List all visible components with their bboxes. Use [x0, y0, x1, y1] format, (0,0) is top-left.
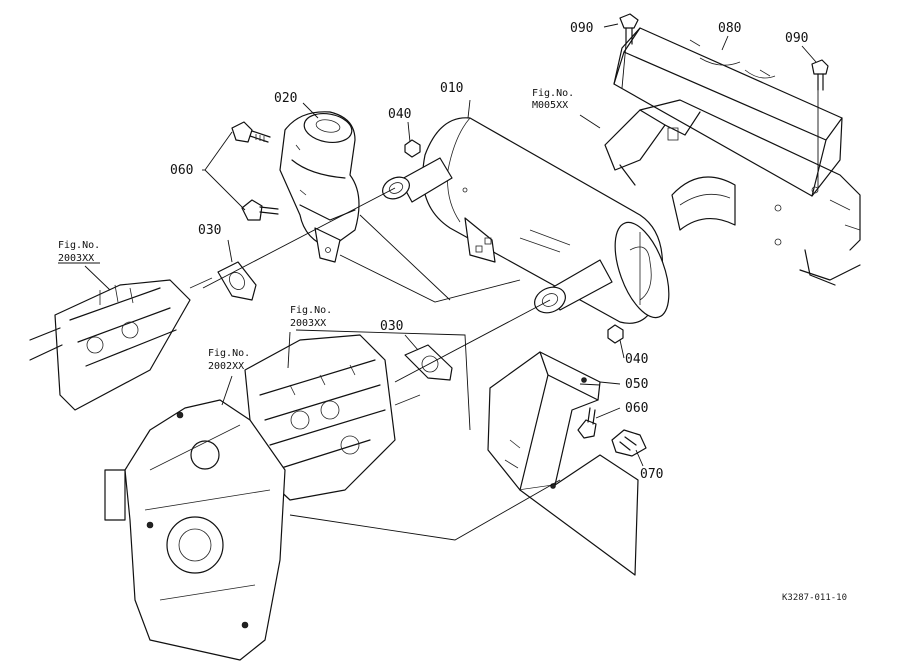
- label-060-left: 060: [170, 163, 193, 178]
- nut-040-lower: [607, 324, 624, 344]
- mounting-bracket: [604, 99, 861, 286]
- gear-case-ref: [104, 399, 286, 661]
- label-050: 050: [625, 377, 648, 392]
- gasket-030-lower: [404, 344, 453, 381]
- fig-ref-2003-center-code: 2003XX: [290, 318, 326, 329]
- plug-070: [611, 429, 647, 457]
- part-labels: 010 020 030 030 040 040 050 060 060 070 …: [170, 21, 808, 482]
- lower-shield-050: [487, 351, 639, 576]
- gasket-030-upper: [217, 261, 257, 301]
- label-060-right: 060: [625, 401, 648, 416]
- muffler-010: [382, 117, 670, 324]
- assembly-lines: [84, 23, 819, 541]
- fig-ref-2002: Fig.No. 2002XX: [208, 348, 250, 372]
- fig-ref-m005-code: M005XX: [532, 100, 568, 111]
- fig-ref-2003-center-label: Fig.No.: [290, 305, 332, 316]
- fig-ref-2002-code: 2002XX: [208, 361, 244, 372]
- label-040-lower: 040: [625, 352, 648, 367]
- label-080: 080: [718, 21, 741, 36]
- fig-ref-2002-label: Fig.No.: [208, 348, 250, 359]
- label-030-upper: 030: [198, 223, 221, 238]
- bolt-090-right: [811, 59, 829, 91]
- fig-ref-2003-center: Fig.No. 2003XX: [290, 305, 332, 329]
- fig-ref-2003-left-code: 2003XX: [58, 253, 94, 264]
- fig-ref-2003-left-label: Fig.No.: [58, 240, 100, 251]
- label-070: 070: [640, 467, 663, 482]
- fig-ref-m005-label: Fig.No.: [532, 88, 574, 99]
- label-020: 020: [274, 91, 297, 106]
- figure-references: Fig.No. M005XX Fig.No. 2003XX Fig.No. 20…: [58, 88, 574, 372]
- label-090-right: 090: [785, 31, 808, 46]
- bolt-090-left: [619, 13, 639, 45]
- exhaust-elbow-020: [279, 111, 360, 263]
- cylinder-head-ref-upper: [29, 277, 213, 411]
- diagram-code: K3287-011-10: [782, 593, 847, 603]
- label-090-left: 090: [570, 21, 593, 36]
- label-040-upper: 040: [388, 107, 411, 122]
- label-010: 010: [440, 81, 463, 96]
- fig-ref-m005: Fig.No. M005XX: [532, 88, 574, 111]
- bolt-060-top: [231, 121, 271, 143]
- cylinder-head-ref-lower: [244, 334, 421, 501]
- label-030-lower: 030: [380, 319, 403, 334]
- bolt-060-right: [577, 407, 597, 439]
- nut-040-upper: [404, 139, 421, 158]
- fig-ref-2003-left: Fig.No. 2003XX: [58, 240, 100, 264]
- bolt-060-mid: [241, 199, 279, 221]
